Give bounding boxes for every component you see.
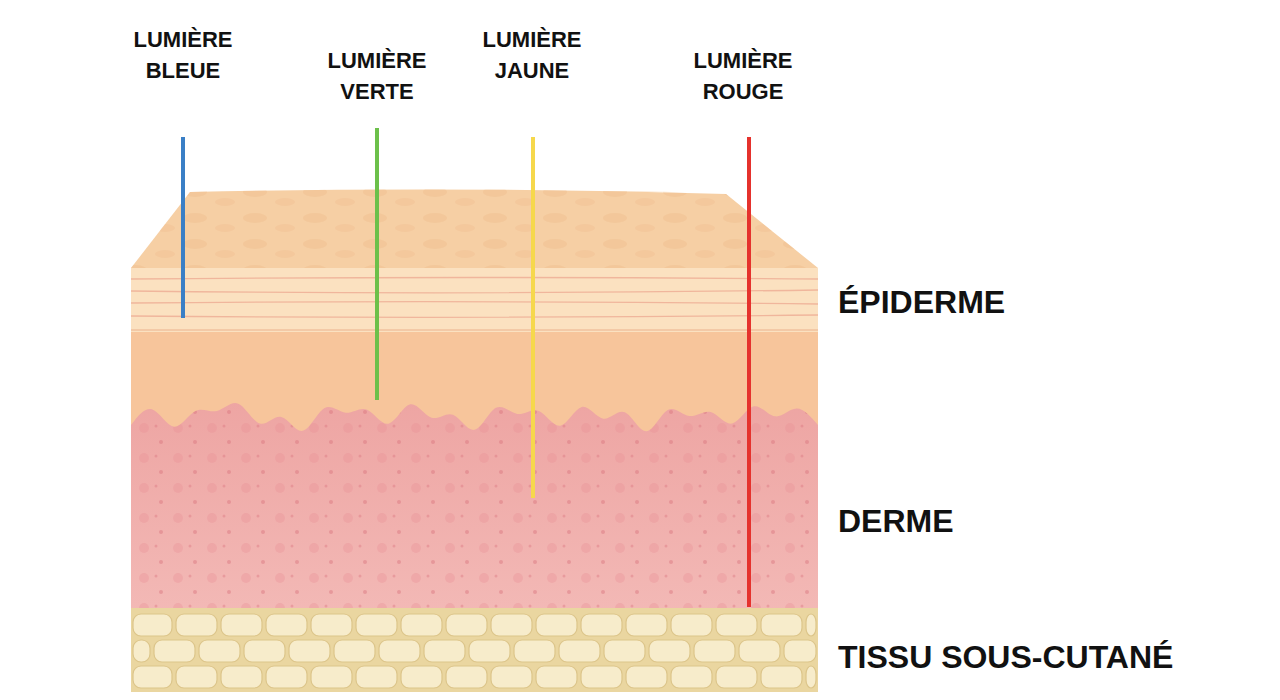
fat-cell xyxy=(401,614,442,636)
red-light-ray xyxy=(747,137,751,607)
fat-cell xyxy=(356,666,397,688)
fat-cell xyxy=(694,640,735,662)
fat-cell xyxy=(716,614,757,636)
skin-surface xyxy=(131,189,818,268)
green-light-ray xyxy=(375,128,379,400)
fat-cell xyxy=(176,666,217,688)
fat-cell xyxy=(289,640,330,662)
fat-cell xyxy=(311,666,352,688)
fat-cell xyxy=(401,666,442,688)
fat-cell xyxy=(649,640,690,662)
fat-cell xyxy=(604,640,645,662)
fat-cell xyxy=(311,614,352,636)
basal-layer xyxy=(131,328,818,431)
yellow-light-ray xyxy=(531,137,535,498)
fat-cell xyxy=(334,640,375,662)
fat-cell xyxy=(176,614,217,636)
epidermis-lines xyxy=(131,278,818,331)
fat-cells xyxy=(133,614,816,688)
layer-label: ÉPIDERME xyxy=(838,283,1005,321)
fat-cell xyxy=(199,640,240,662)
fat-cell xyxy=(244,640,285,662)
light-label: LUMIÈRE JAUNE xyxy=(467,24,597,86)
fat-cell xyxy=(133,640,150,662)
fat-cell xyxy=(536,666,577,688)
light-label: LUMIÈRE VERTE xyxy=(312,45,442,107)
fat-cell xyxy=(133,614,172,636)
fat-cell xyxy=(356,614,397,636)
fat-cell xyxy=(424,640,465,662)
fat-cell xyxy=(379,640,420,662)
fat-cell xyxy=(133,666,172,688)
fat-cell xyxy=(761,666,802,688)
fat-cell xyxy=(581,666,622,688)
fat-cell xyxy=(266,614,307,636)
fat-cell xyxy=(221,614,262,636)
epidermis-bands xyxy=(131,268,818,332)
fat-cell xyxy=(154,640,195,662)
fat-cell xyxy=(626,666,667,688)
fat-cell xyxy=(491,666,532,688)
fat-cell xyxy=(806,666,816,688)
fat-cell xyxy=(626,614,667,636)
fat-cell xyxy=(671,614,712,636)
fat-cell xyxy=(784,640,816,662)
fat-cell xyxy=(716,666,757,688)
fat-cell xyxy=(806,614,816,636)
subcutaneous-layer xyxy=(131,608,818,692)
light-label: LUMIÈRE BLEUE xyxy=(118,24,248,86)
fat-cell xyxy=(446,666,487,688)
fat-cell xyxy=(581,614,622,636)
blue-light-ray xyxy=(181,137,185,318)
fat-cell xyxy=(221,666,262,688)
layer-label: DERME xyxy=(838,502,954,540)
fat-cell xyxy=(446,614,487,636)
fat-cell xyxy=(671,666,712,688)
fat-cell xyxy=(266,666,307,688)
fat-cell xyxy=(536,614,577,636)
surface-texture xyxy=(131,189,818,268)
layer-label: TISSU SOUS-CUTANÉ xyxy=(838,638,1173,676)
fat-cell xyxy=(739,640,780,662)
fat-cell xyxy=(469,640,510,662)
fat-cell xyxy=(491,614,532,636)
light-label: LUMIÈRE ROUGE xyxy=(678,45,808,107)
fat-cell xyxy=(559,640,600,662)
fat-cell xyxy=(761,614,802,636)
fat-cell xyxy=(514,640,555,662)
